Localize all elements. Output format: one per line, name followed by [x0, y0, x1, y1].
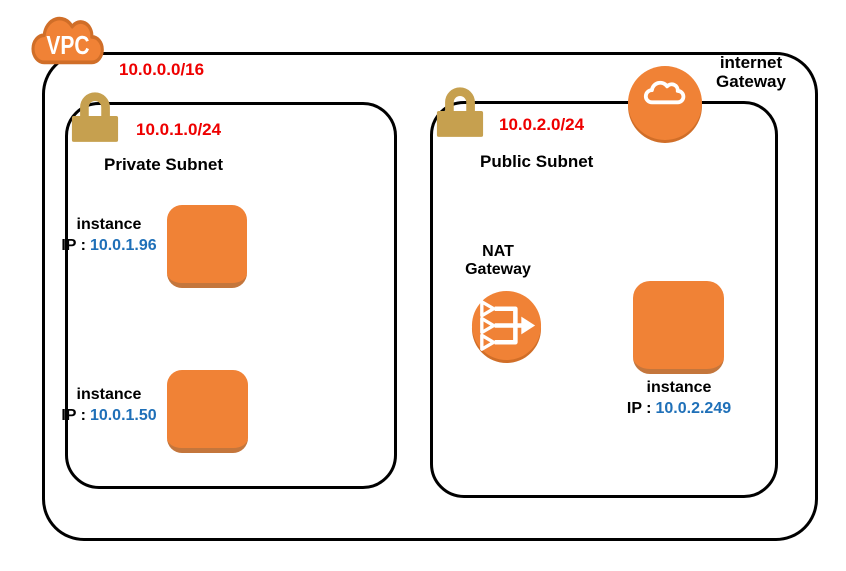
- private-instance-2-label: instance IP :10.0.1.50: [50, 385, 168, 426]
- instance-title: instance: [76, 216, 142, 233]
- public-subnet-cidr-label: 10.0.2.0/24: [499, 115, 585, 134]
- internet-gateway-icon: [628, 66, 702, 143]
- instance-ip-line: IP :10.0.1.96: [50, 236, 168, 257]
- nat-gateway-label: NAT Gateway: [456, 243, 540, 279]
- vpc-boundary-box: [42, 52, 818, 541]
- instance-ip-line: IP :10.0.2.249: [620, 399, 738, 420]
- nat-gateway-label-line1: NAT: [482, 243, 514, 260]
- private-subnet-cidr-label: 10.0.1.0/24: [136, 120, 222, 139]
- public-instance-label: instance IP :10.0.2.249: [620, 378, 738, 419]
- private-subnet-lock-icon: [71, 92, 119, 142]
- nat-gateway-icon: [471, 290, 542, 364]
- instance-title: instance: [646, 379, 712, 396]
- public-subnet-name: Public Subnet: [480, 152, 594, 171]
- ip-prefix: IP :: [61, 236, 86, 254]
- public-instance-icon: [633, 281, 724, 374]
- vpc-label: VPC: [46, 31, 89, 59]
- instance-ip: 10.0.1.50: [89, 406, 157, 424]
- instance-ip: 10.0.2.249: [655, 399, 732, 417]
- internet-gateway-label-line1: internet: [719, 53, 783, 72]
- instance-ip-line: IP :10.0.1.50: [50, 406, 168, 427]
- internet-gateway-label: internet Gateway: [698, 53, 804, 91]
- vpc-cidr-label: 10.0.0.0/16: [119, 60, 205, 79]
- private-subnet-box: [65, 102, 397, 489]
- ip-prefix: IP :: [61, 406, 86, 424]
- public-subnet-lock-icon: [436, 87, 484, 137]
- nat-gateway-label-line2: Gateway: [465, 261, 531, 278]
- private-subnet-name: Private Subnet: [104, 155, 224, 174]
- private-instance-1-label: instance IP :10.0.1.96: [50, 215, 168, 256]
- private-instance-2-icon: [167, 370, 248, 453]
- vpc-cloud-icon: VPC: [31, 16, 104, 65]
- public-subnet-box: [430, 101, 778, 498]
- private-instance-1-icon: [167, 205, 247, 288]
- ip-prefix: IP :: [626, 399, 652, 417]
- internet-gateway-label-line2: Gateway: [716, 72, 786, 91]
- instance-ip: 10.0.1.96: [89, 236, 157, 254]
- instance-title: instance: [76, 386, 142, 403]
